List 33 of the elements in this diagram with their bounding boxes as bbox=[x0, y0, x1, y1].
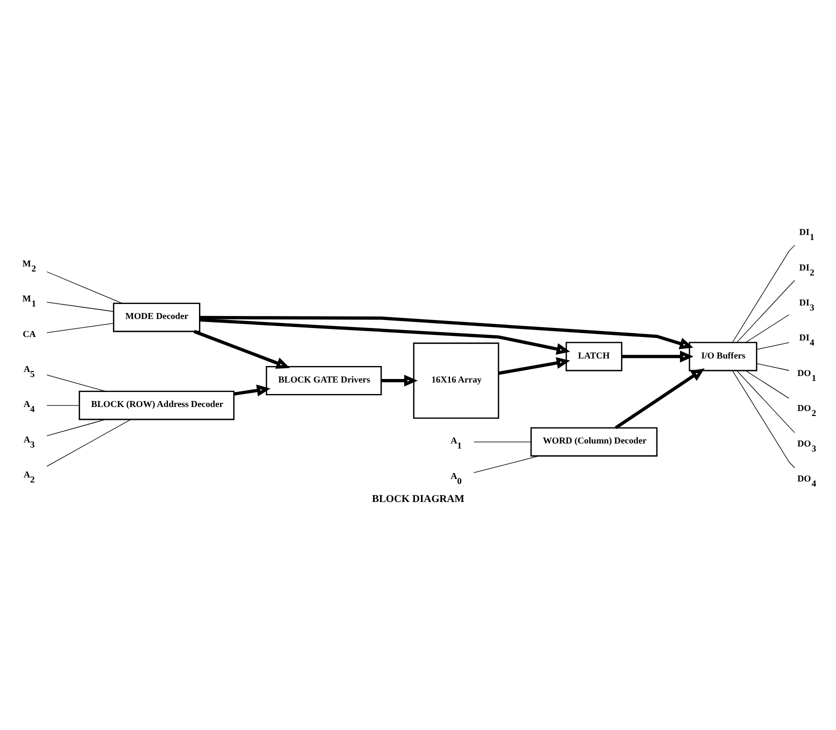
node-box: 16X16 Array bbox=[413, 342, 500, 419]
connector bbox=[732, 244, 796, 343]
connector bbox=[46, 419, 106, 436]
node-box: WORD (Column) Decoder bbox=[530, 427, 658, 457]
connector bbox=[46, 271, 123, 304]
arrow bbox=[622, 350, 694, 362]
connector bbox=[46, 419, 132, 467]
arrow bbox=[200, 318, 570, 355]
arrow bbox=[498, 357, 570, 375]
node-box: I/O Buffers bbox=[688, 342, 758, 372]
connector bbox=[756, 363, 790, 371]
node-box: BLOCK (ROW) Address Decoder bbox=[78, 390, 235, 420]
connector bbox=[46, 323, 114, 333]
connector bbox=[736, 370, 796, 433]
node-text: CA bbox=[22, 328, 36, 339]
connector bbox=[756, 342, 790, 350]
connector bbox=[732, 370, 796, 468]
arrow bbox=[614, 368, 705, 430]
arrow bbox=[200, 316, 694, 350]
connector bbox=[46, 302, 114, 312]
caption: BLOCK DIAGRAM bbox=[372, 494, 464, 505]
node-box: MODE Decoder bbox=[112, 302, 200, 332]
arrow bbox=[194, 330, 290, 369]
connector bbox=[46, 374, 106, 392]
connector bbox=[745, 370, 790, 399]
arrow bbox=[381, 374, 418, 387]
arrow bbox=[234, 384, 270, 396]
node-box: BLOCK GATE Drivers bbox=[266, 366, 382, 396]
connector bbox=[46, 405, 80, 406]
connector bbox=[736, 280, 796, 343]
node-box: LATCH bbox=[566, 342, 622, 372]
connector bbox=[473, 456, 540, 474]
connector bbox=[745, 314, 790, 343]
